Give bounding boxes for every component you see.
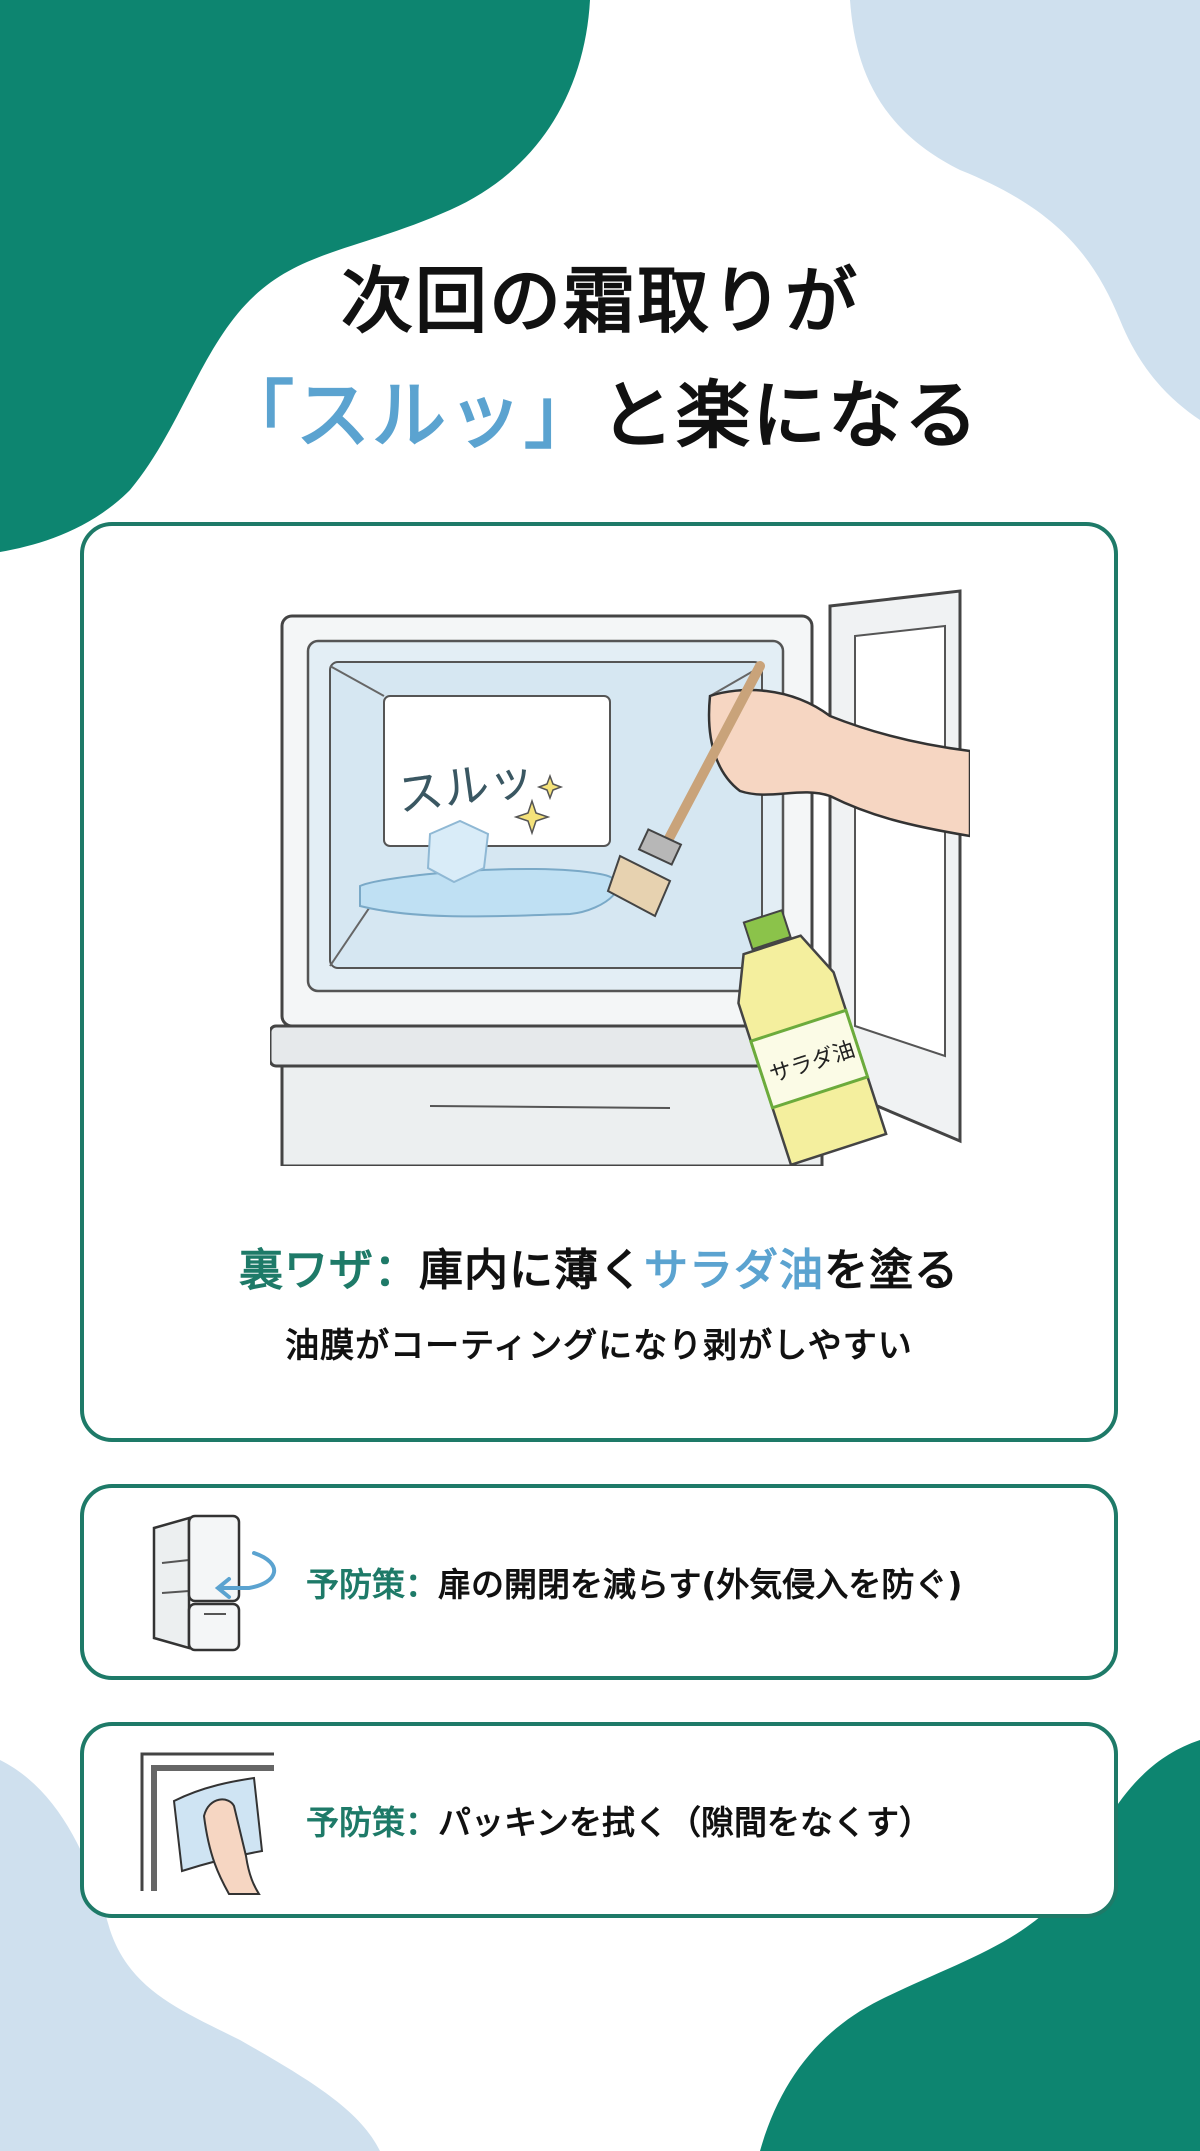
prevention-text-door: 予防策：扉の開閉を減らす(外気侵入を防ぐ): [306, 1488, 963, 1676]
blob-top-right: [850, 0, 1200, 420]
fridge-oil-brush-illustration: スルッ サラダ油: [270, 589, 970, 1166]
prevention-desc: 扉の開閉を減らす(外気侵入を防ぐ): [438, 1565, 963, 1604]
main-caption: 裏ワザ：庫内に薄くサラダ油を塗る: [84, 1234, 1114, 1298]
fridge-door-open-icon: [152, 1514, 276, 1652]
headline-line-2: 「スルッ」と楽になる: [0, 356, 1200, 463]
headline-rest: と楽になる: [600, 373, 980, 459]
headline-line-1: 次回の霜取りが: [340, 259, 859, 343]
caption-label: 裏ワザ：: [239, 1245, 419, 1296]
wipe-gasket-icon: [140, 1752, 274, 1895]
prevention-label: 予防策：: [306, 1565, 438, 1604]
blob-bottom-left: [0, 1760, 380, 2151]
caption-highlight: サラダ油: [644, 1245, 824, 1296]
prevention-text-gasket: 予防策：パッキンを拭く（隙間をなくす）: [306, 1726, 932, 1914]
headline-accent: 「スルッ」: [220, 373, 600, 459]
blob-top-left: [0, 0, 590, 552]
main-tip-card: スルッ サラダ油 裏ワザ：庫内に薄くサラダ油を塗る 油膜がコーティングになり剥が…: [80, 522, 1118, 1442]
main-subcaption: 油膜がコーティングになり剥がしやすい: [285, 1326, 913, 1366]
prevention-card-gasket: 予防策：パッキンを拭く（隙間をなくす）: [80, 1722, 1118, 1918]
blob-bottom-right: [760, 1740, 1200, 2151]
caption-text-b: を塗る: [824, 1245, 959, 1296]
prevention-desc: パッキンを拭く（隙間をなくす）: [438, 1803, 933, 1842]
prevention-card-door: 予防策：扉の開閉を減らす(外気侵入を防ぐ): [80, 1484, 1118, 1680]
prevention-label: 予防策：: [306, 1803, 438, 1842]
caption-text-a: 庫内に薄く: [419, 1245, 644, 1296]
